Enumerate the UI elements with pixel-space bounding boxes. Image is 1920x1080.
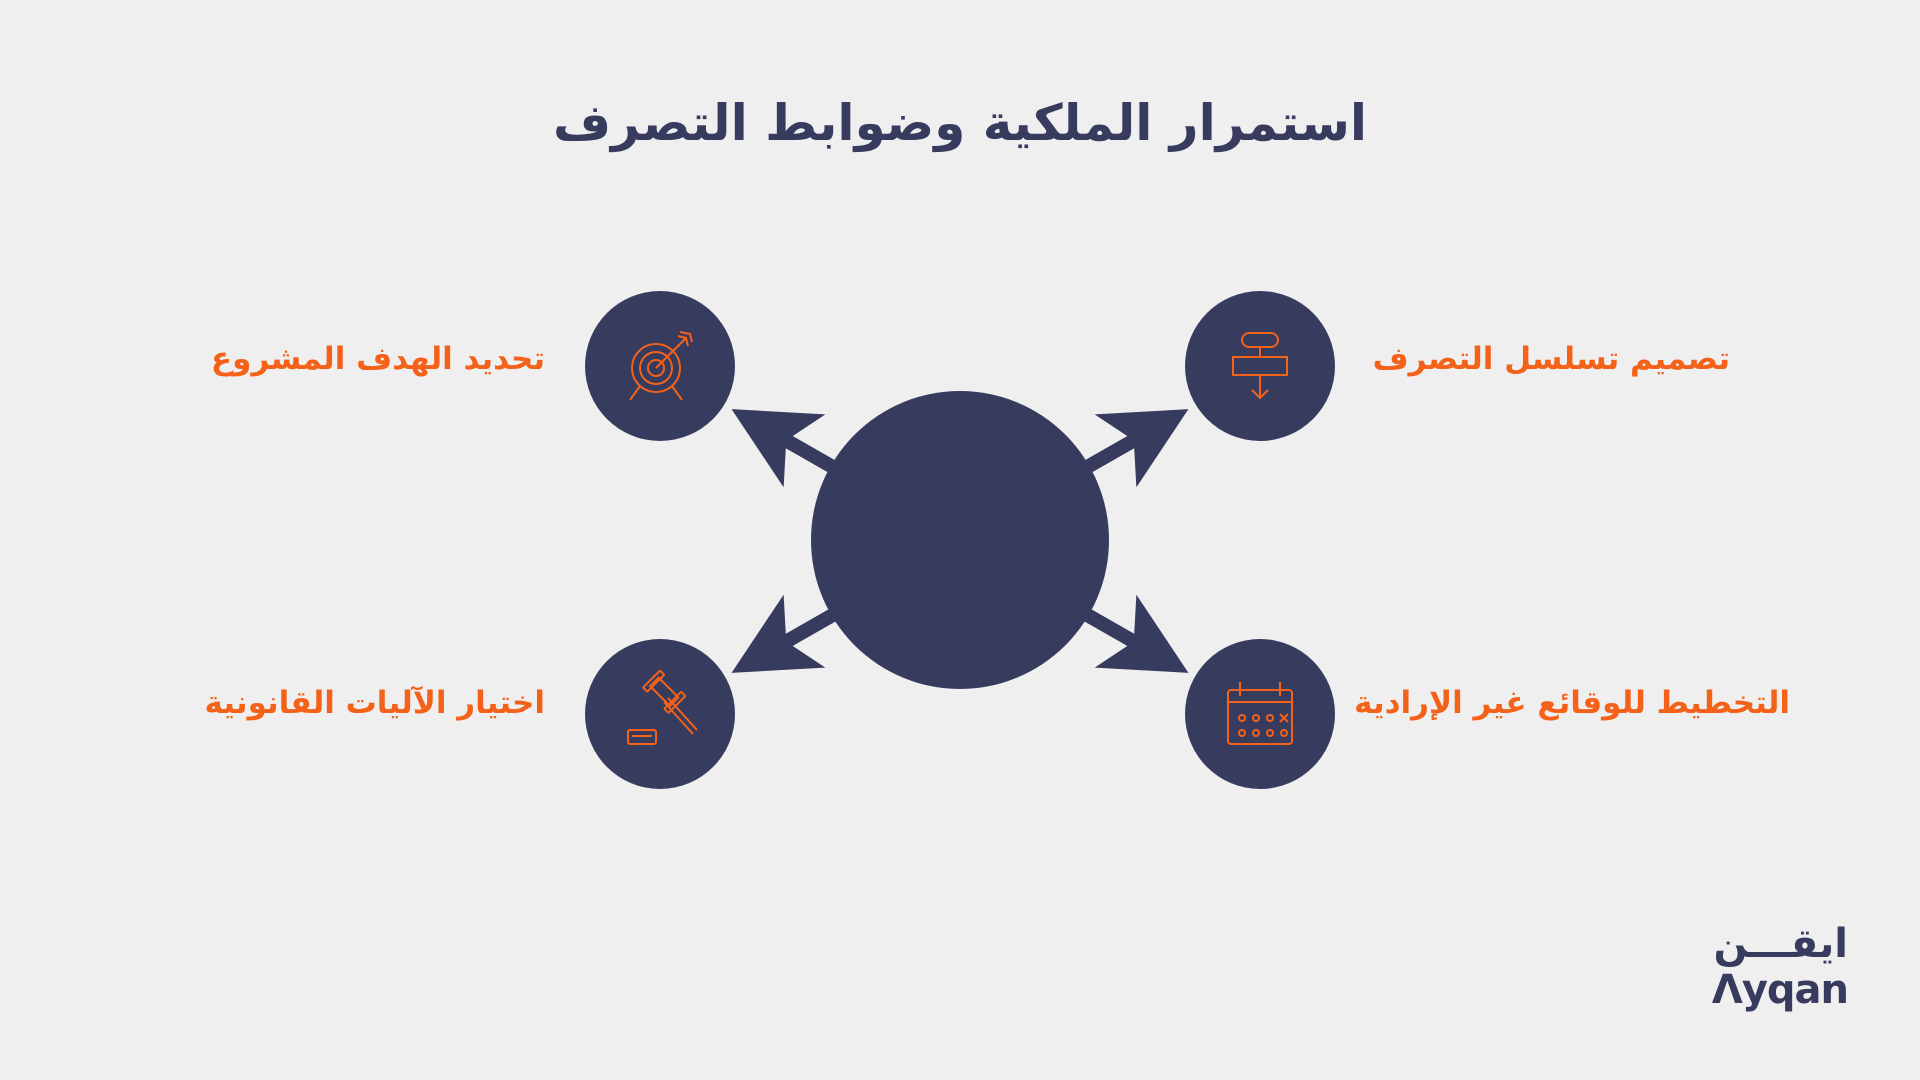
page-title: استمرار الملكية وضوابط التصرف — [552, 94, 1368, 152]
label-goal: تحديد الهدف المشروع — [211, 341, 545, 377]
arrow-top-left — [731, 409, 842, 488]
label-sequence: تصميم تسلسل التصرف — [1372, 341, 1730, 377]
logo: ايقـــن Λyqan — [1700, 920, 1860, 1020]
central-hub-circle — [811, 391, 1109, 689]
logo-arabic: ايقـــن — [1713, 921, 1848, 967]
arrow-bottom-left — [731, 594, 842, 673]
label-mechanisms: اختيار الآليات القانونية — [204, 685, 545, 721]
arrow-bottom-right — [1078, 594, 1189, 673]
logo-latin: Λyqan — [1711, 967, 1849, 1013]
label-involuntary: التخطيط للوقائع غير الإرادية — [1354, 685, 1790, 721]
node-goal — [585, 291, 735, 441]
node-sequence — [1185, 291, 1335, 441]
node-mechanisms — [585, 639, 735, 789]
node-involuntary — [1185, 639, 1335, 789]
gavel-icon — [627, 669, 698, 745]
arrow-top-right — [1078, 409, 1189, 488]
calendar-icon — [1227, 682, 1293, 745]
flowchart-icon — [1232, 332, 1288, 400]
target-arrow-icon — [629, 331, 693, 401]
